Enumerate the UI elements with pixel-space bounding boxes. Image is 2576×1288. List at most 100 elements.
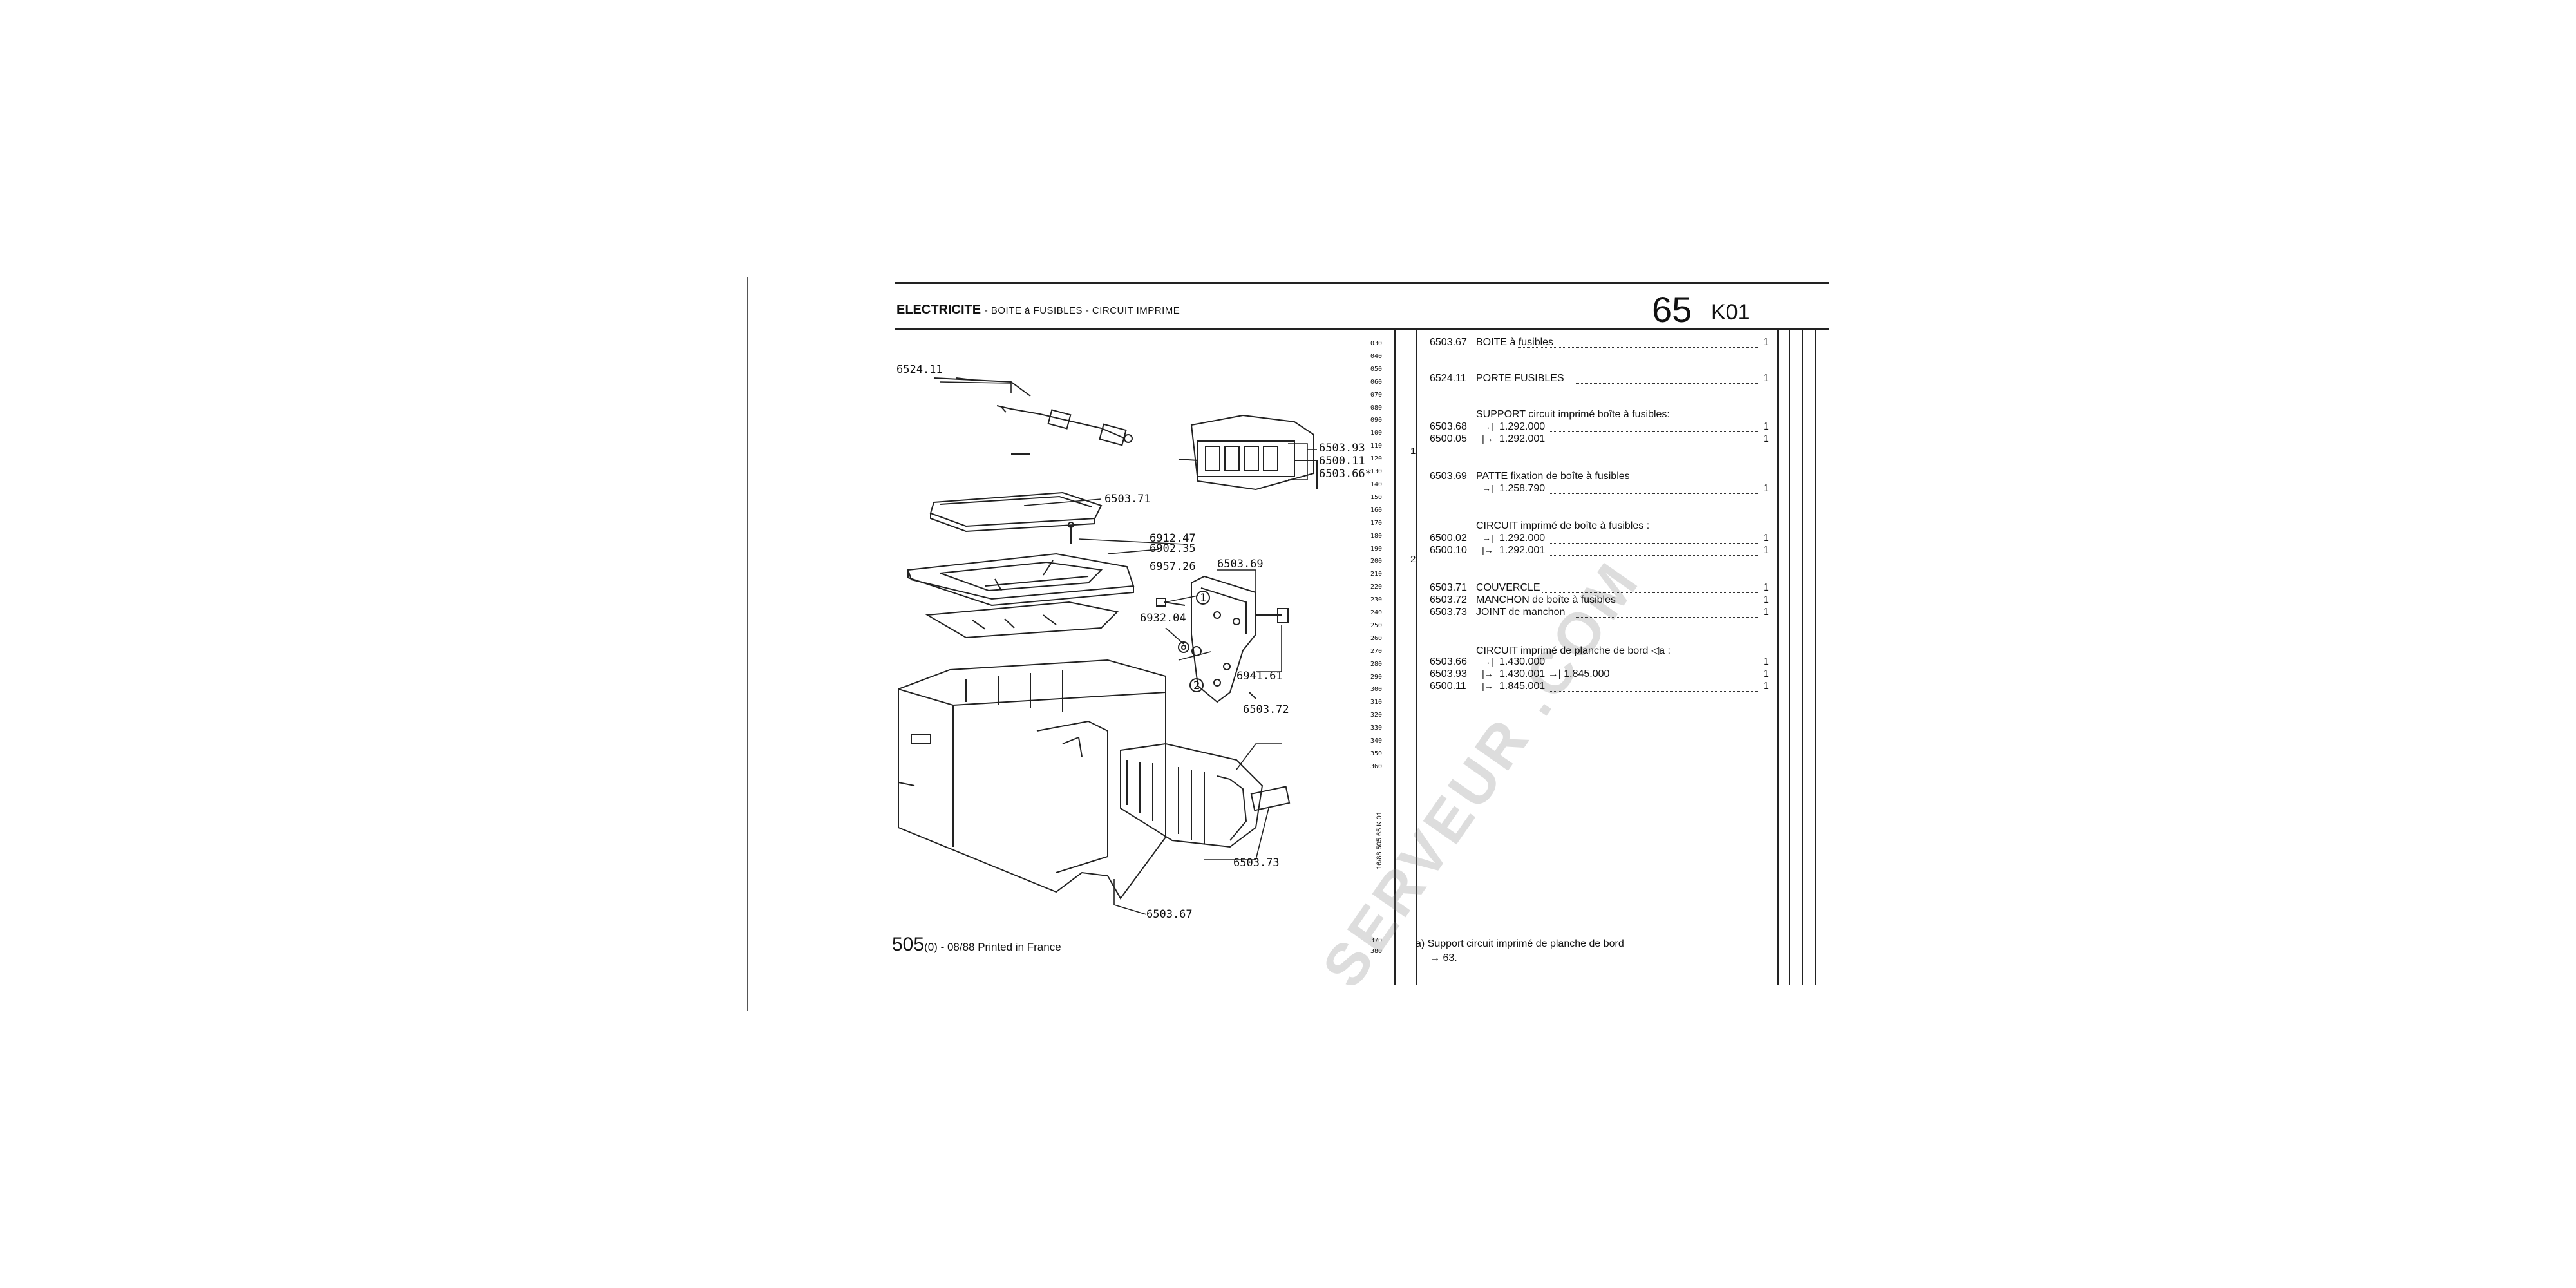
ruler-number: 330 [1370,724,1383,732]
arrow-icon: →| [1482,421,1493,431]
ruler-number: 090 [1370,417,1383,424]
part-qty: 1 [1763,483,1769,494]
page-footer: 505(0) - 08/88 Printed in France [892,934,1061,956]
ruler-number: 190 [1370,545,1383,553]
list-item: →| 1.258.790 1 [1430,483,1771,496]
page-header: ELECTRICITE - BOITE à FUSIBLES - CIRCUIT… [896,303,1180,317]
ruler-number: 070 [1370,391,1383,399]
part-ref: 6503.69 [1430,471,1467,482]
part-ref: 6503.93 [1430,668,1467,679]
part-ref: 6503.68 [1430,421,1467,432]
part-desc: COUVERCLE [1476,582,1540,593]
part-desc: JOINT de manchon [1476,607,1566,618]
ruler-number: 100 [1370,430,1383,437]
label-6957-26: 6957.26 [1150,560,1196,573]
part-ref: 6503.71 [1430,582,1467,593]
part-desc: PORTE FUSIBLES [1476,373,1564,384]
label-6912-47: 6912.47 [1150,532,1196,545]
part-ref: 6500.10 [1430,545,1467,556]
part-desc: BOITE à fusibles [1476,337,1554,348]
arrow-icon: →| [1482,533,1493,543]
arrow-icon: |→ [1482,668,1493,679]
part-desc: 1.292.001 [1499,433,1546,444]
ruler-number: 080 [1370,404,1383,412]
arrow-icon: |→ [1482,433,1493,444]
list-item: 6500.02→|1.292.000 1 [1430,533,1771,545]
ruler-number: 110 [1370,442,1383,450]
footnote-line-1: a) Support circuit imprimé de planche de… [1416,938,1624,949]
part-ref: 6503.66 [1430,656,1467,667]
section-subtitle: - BOITE à FUSIBLES - CIRCUIT IMPRIME [984,305,1180,316]
section-title: ELECTRICITE [896,303,981,317]
part-ref: 6500.02 [1430,533,1467,544]
line-ruler-bottom: 370 380 [1370,935,1390,957]
ruler-number: 050 [1370,365,1383,373]
part-qty: 1 [1763,533,1769,544]
ruler-number: 040 [1370,352,1383,360]
ruler-number: 250 [1370,621,1383,629]
list-item: 6500.10|→1.292.001 1 [1430,545,1771,558]
footnote: a) Support circuit imprimé de planche de… [1416,937,1624,965]
ruler-number: 370 [1370,937,1383,944]
ruler-number: 310 [1370,699,1383,706]
part-desc: 1.430.001 →| 1.845.000 [1499,668,1610,679]
label-6941-61: 6941.61 [1236,670,1283,683]
part-ref: 6503.72 [1430,594,1467,605]
part-qty: 1 [1763,545,1769,556]
part-desc: 1.292.000 [1499,421,1546,432]
ruler-number: 220 [1370,583,1383,591]
label-6524-11: 6524.11 [896,363,943,376]
list-item: 6503.69 PATTE fixation de boîte à fusible… [1430,471,1771,484]
part-ref: 6500.05 [1430,433,1467,444]
part-qty: 1 [1763,594,1769,605]
label-6902-35: 6902.35 [1150,542,1196,555]
circle-marker-2: 2 [1193,679,1200,692]
ruler-divider [1394,330,1396,985]
ruler-number: 160 [1370,506,1383,514]
ruler-number: 380 [1370,948,1383,955]
list-item: CIRCUIT imprimé de planche de bord ◁a : [1430,644,1771,657]
part-qty: 1 [1763,582,1769,593]
ruler-number: 180 [1370,532,1383,540]
page-section-code: K01 [1711,300,1750,325]
part-desc: MANCHON de boîte à fusibles [1476,594,1616,605]
ruler-number: 150 [1370,493,1383,501]
ruler-number: 280 [1370,660,1383,668]
list-divider [1416,330,1417,985]
label-6503-93: 6503.93 [1319,442,1365,455]
label-6500-11: 6500.11 [1319,455,1365,468]
list-item: 6503.66→|1.430.000 1 [1430,656,1771,669]
list-item: 6503.68→|1.292.000 1 [1430,421,1771,434]
ruler-number: 350 [1370,750,1383,757]
top-rule [895,282,1829,284]
ruler-number: 320 [1370,712,1383,719]
ruler-number: 130 [1370,468,1383,476]
header-rule [895,328,1829,330]
model-number: 505 [892,934,925,955]
part-qty: 1 [1763,681,1769,692]
ruler-number: 170 [1370,519,1383,527]
page-binding-edge [747,277,748,1011]
page-number: 65 [1652,289,1692,330]
ruler-number: 230 [1370,596,1383,604]
ruler-number: 140 [1370,480,1383,488]
column-divider-2 [1789,330,1790,985]
part-qty: 1 [1763,373,1769,384]
exploded-parts-diagram: 1 2 6524.11 6503.71 6503.93 6500.11 6503… [896,363,1372,921]
label-6503-71: 6503.71 [1104,493,1151,506]
part-desc: 1.258.790 [1499,483,1546,494]
ruler-number: 260 [1370,634,1383,642]
footer-print-info: (0) - 08/88 Printed in France [924,941,1061,953]
label-6503-69: 6503.69 [1217,558,1264,571]
ruler-number: 270 [1370,647,1383,655]
group-marker-2: 2 [1410,554,1416,565]
arrow-icon: →| [1482,483,1493,493]
part-qty: 1 [1763,337,1769,348]
part-desc: CIRCUIT imprimé de boîte à fusibles : [1476,520,1650,531]
label-6932-04: 6932.04 [1140,612,1186,625]
part-desc: PATTE fixation de boîte à fusibles [1476,471,1630,482]
